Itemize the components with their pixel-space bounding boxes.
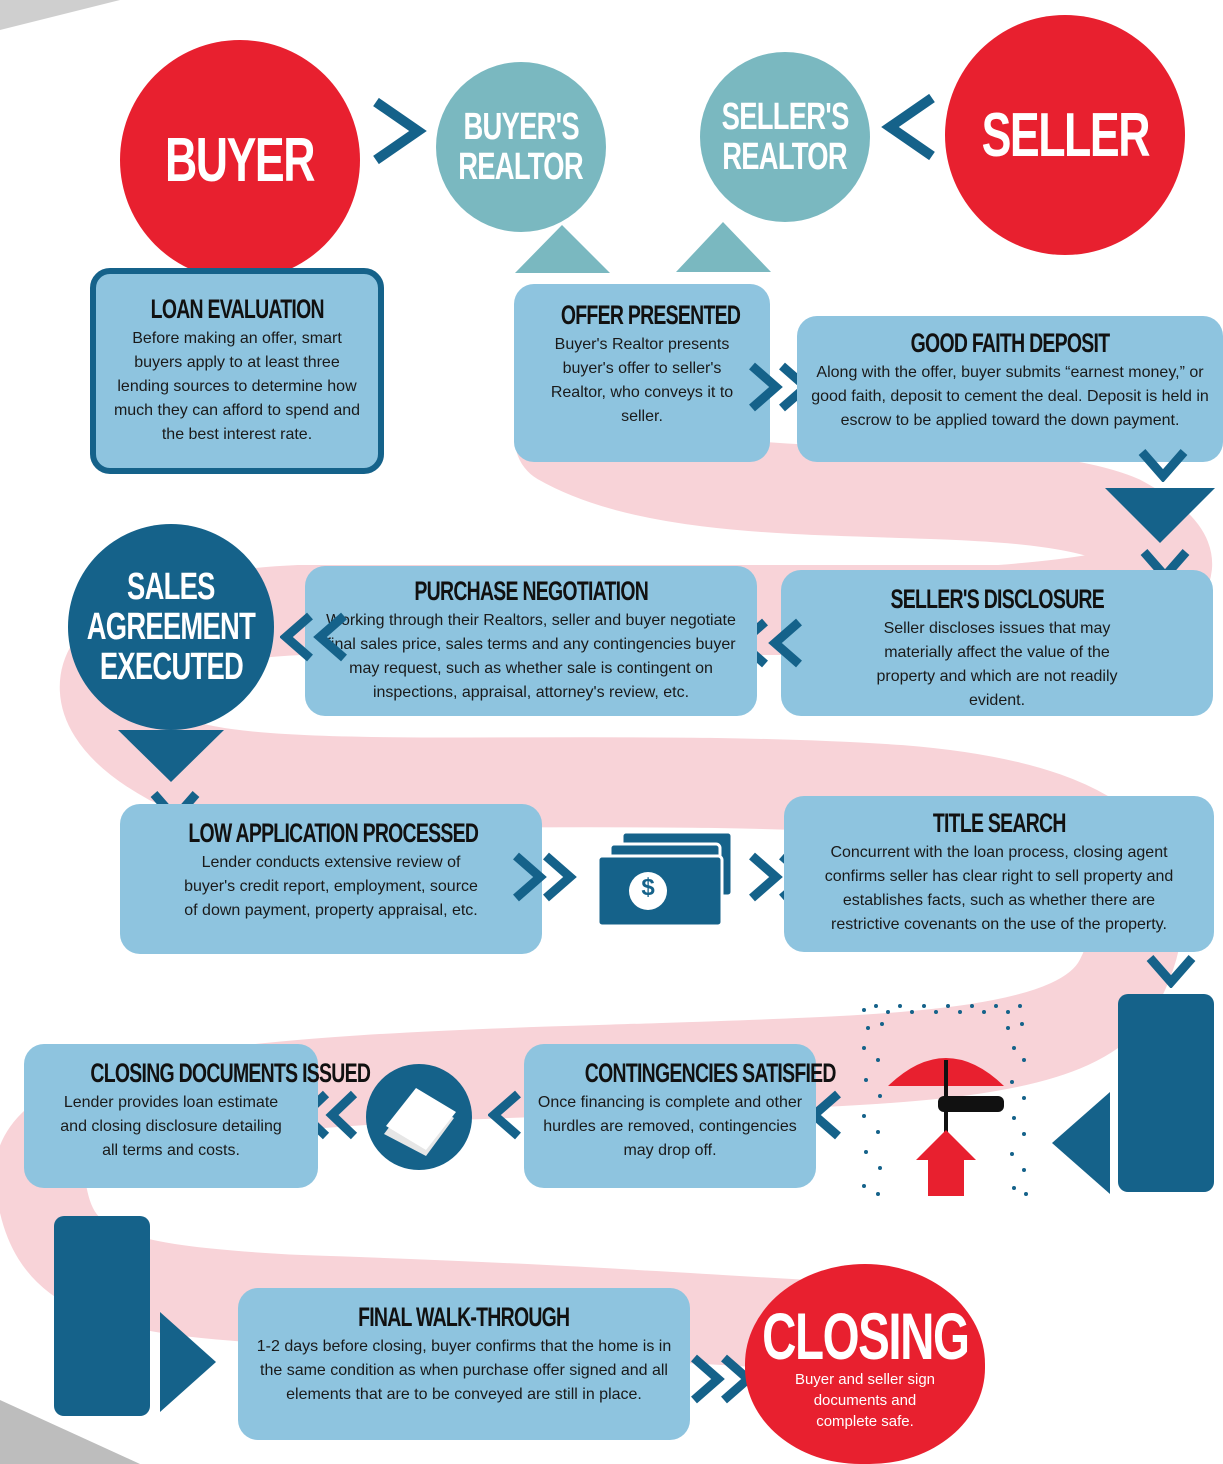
good-faith-deposit-body: Along with the offer, buyer submits “ear… [811,364,1209,429]
sales-agreement-line-1: SALES [127,566,215,608]
contingencies-satisfied-title: CONTINGENCIES SATISFIED [584,1058,837,1088]
loan-evaluation-title: LOAN EVALUATION [150,294,324,324]
sellers-realtor-label-1: SELLER'S [721,96,850,138]
up-triangle-icon [515,225,610,273]
sales-agreement-circle: SALES AGREEMENT EXECUTED [68,524,274,730]
dollar-glyph: $ [641,874,655,901]
closing-documents-box: CLOSING DOCUMENTS ISSUED Lender provides… [24,1044,371,1188]
closing-body: Buyer and seller sign documents and comp… [794,1370,936,1430]
offer-presented-title: OFFER PRESENTED [560,300,741,330]
title-search-body: Concurrent with the loan process, closin… [824,844,1174,933]
closing-documents-title: CLOSING DOCUMENTS ISSUED [90,1058,371,1088]
corner-accent-top [0,0,120,30]
sales-agreement-line-3: EXECUTED [99,646,243,688]
up-triangle-icon [676,222,771,272]
buyer-label: BUYER [165,125,316,195]
sellers-disclosure-box: SELLER'S DISCLOSURE Seller discloses iss… [781,570,1213,716]
sales-agreement-line-2: AGREEMENT [86,606,256,648]
purchase-negotiation-body: Working through their Realtors, seller a… [326,612,736,701]
good-faith-deposit-box: GOOD FAITH DEPOSIT Along with the offer,… [797,316,1223,462]
seller-label: SELLER [981,100,1150,170]
closing-circle: CLOSING Buyer and seller sign documents … [745,1264,985,1464]
sellers-realtor-label-2: REALTOR [722,136,848,178]
low-application-title: LOW APPLICATION PROCESSED [188,818,479,848]
closing-title: CLOSING [761,1298,970,1373]
closing-documents-body: Lender provides loan estimate and closin… [60,1094,282,1159]
offer-presented-box: OFFER PRESENTED Buyer's Realtor presents… [514,284,770,462]
umbrella-house-icon [862,1004,1028,1196]
right-bar [1118,994,1214,1192]
down-triangle-icon [118,730,224,782]
purchase-negotiation-box: PURCHASE NEGOTIATION Working through the… [305,566,757,716]
sellers-realtor-circle: SELLER'S REALTOR [700,52,870,222]
title-search-box: TITLE SEARCH Concurrent with the loan pr… [784,796,1214,952]
left-bar [54,1216,150,1416]
title-search-title: TITLE SEARCH [932,808,1067,838]
buyer-circle: BUYER [120,40,360,280]
chevron-left-icon [488,1090,521,1140]
loan-evaluation-body: Before making an offer, smart buyers app… [113,330,361,443]
final-walkthrough-body: 1-2 days before closing, buyer confirms … [256,1338,672,1403]
buyers-realtor-circle: BUYER'S REALTOR [436,62,606,232]
double-chevron-right-icon [513,852,577,902]
chevron-right-icon [373,97,427,165]
chevron-down-icon [1138,449,1188,482]
buyers-realtor-label-1: BUYER'S [463,106,579,148]
good-faith-deposit-title: GOOD FAITH DEPOSIT [910,328,1110,358]
low-application-box: LOW APPLICATION PROCESSED Lender conduct… [120,804,542,954]
purchase-negotiation-title: PURCHASE NEGOTIATION [414,576,648,606]
sellers-disclosure-body: Seller discloses issues that may materia… [876,620,1118,709]
final-walkthrough-title: FINAL WALK-THROUGH [358,1302,570,1332]
right-triangle-icon [160,1312,216,1412]
paper-icon [366,1064,472,1170]
left-triangle-icon [1052,1092,1110,1194]
low-application-body: Lender conducts extensive review of buye… [184,854,478,919]
loan-evaluation-box: LOAN EVALUATION Before making an offer, … [90,268,384,474]
seller-circle: SELLER [945,15,1185,255]
buyers-realtor-label-2: REALTOR [458,146,584,188]
double-chevron-left-icon [280,612,347,662]
contingencies-satisfied-body: Once financing is complete and other hur… [537,1094,803,1159]
down-triangle-icon [1105,488,1215,543]
chevron-down-icon [1146,955,1196,988]
offer-presented-body: Buyer's Realtor presents buyer's offer t… [550,336,734,425]
sellers-disclosure-title: SELLER'S DISCLOSURE [890,584,1104,614]
chevron-left-icon [881,93,935,161]
final-walkthrough-box: FINAL WALK-THROUGH 1-2 days before closi… [238,1288,690,1440]
corner-accent-bottom [0,1400,140,1464]
dollar-bills-icon [596,832,734,928]
contingencies-satisfied-box: CONTINGENCIES SATISFIED Once financing i… [524,1044,836,1188]
